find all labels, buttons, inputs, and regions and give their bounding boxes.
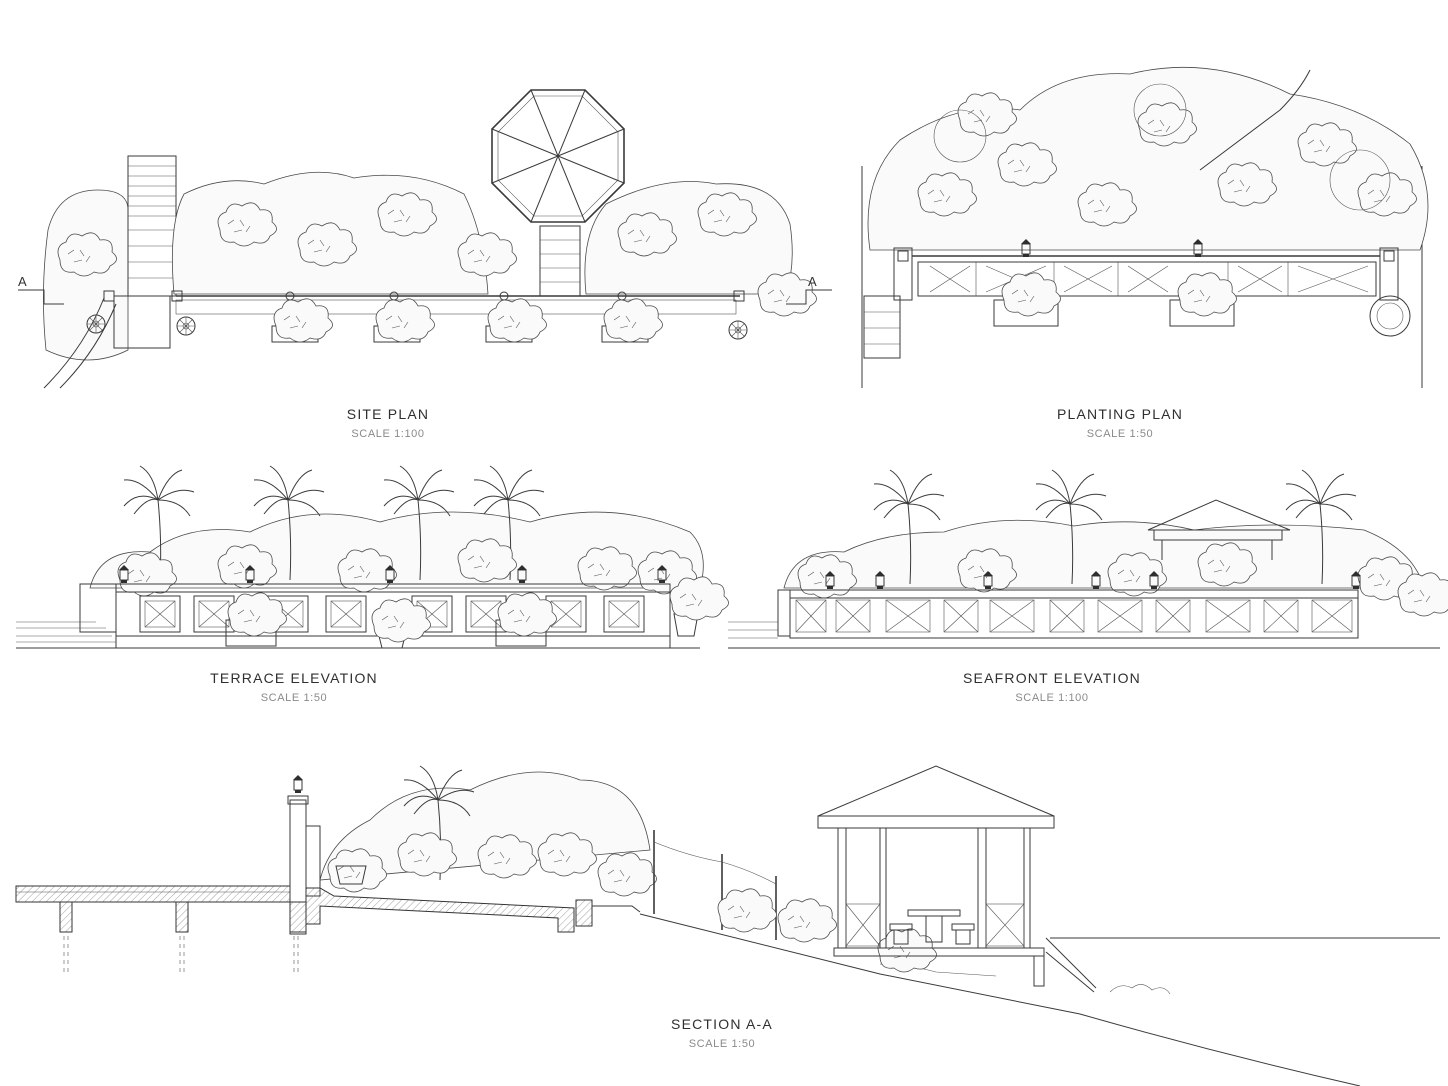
caption-planting-plan: PLANTING PLAN SCALE 1:50: [920, 406, 1320, 440]
drawing-title: SITE PLAN: [346, 406, 430, 422]
drawing-title: PLANTING PLAN: [1056, 406, 1184, 422]
terrace-elevation-drawing: [16, 465, 729, 649]
caption-seafront-elevation: SEAFRONT ELEVATION SCALE 1:100: [852, 670, 1252, 704]
section-marker-left: A: [18, 274, 27, 289]
drawing-title: TERRACE ELEVATION: [210, 670, 378, 686]
site-plan-drawing: [18, 89, 832, 389]
drawing-title: SEAFRONT ELEVATION: [963, 670, 1141, 686]
caption-section-a-a: SECTION A-A SCALE 1:50: [522, 1016, 922, 1050]
caption-terrace-elevation: TERRACE ELEVATION SCALE 1:50: [94, 670, 494, 704]
section-marker-right: A: [808, 274, 817, 289]
drawing-title: SECTION A-A: [671, 1016, 773, 1032]
drawing-scale: SCALE 1:50: [1086, 428, 1154, 440]
drawing-scale: SCALE 1:50: [260, 692, 328, 704]
drawing-scale: SCALE 1:50: [688, 1038, 756, 1050]
seafront-elevation-drawing: [728, 469, 1448, 649]
section-a-a-drawing: [15, 765, 1440, 1086]
drawing-scale: SCALE 1:100: [1015, 692, 1089, 704]
caption-site-plan: SITE PLAN SCALE 1:100: [188, 406, 588, 440]
planting-plan-drawing: [861, 66, 1429, 388]
drawing-scale: SCALE 1:100: [351, 428, 425, 440]
